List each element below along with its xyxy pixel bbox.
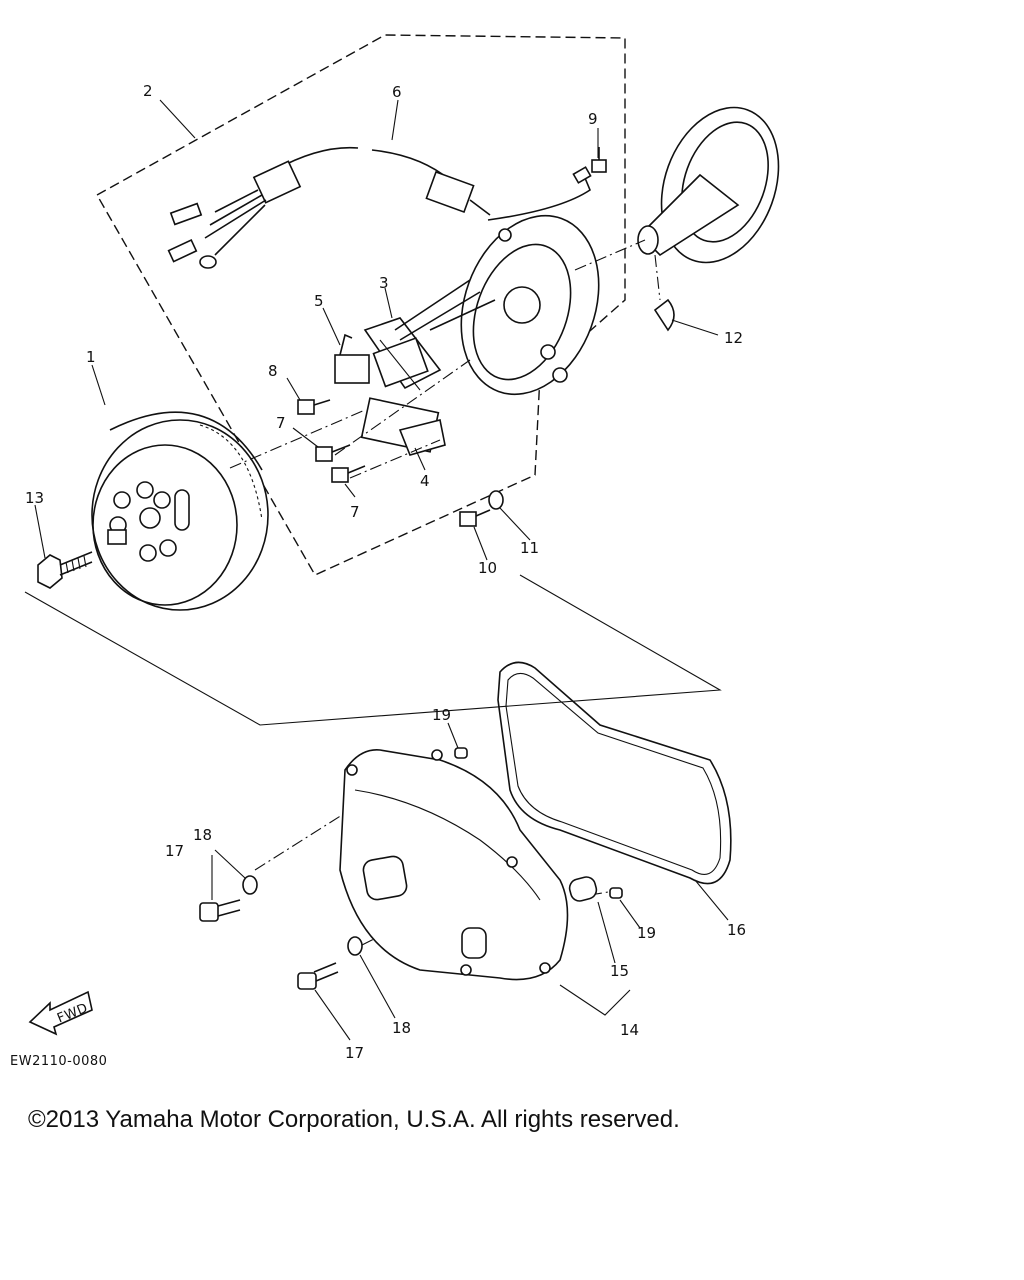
- forward-arrow-icon: FWD: [28, 990, 93, 1036]
- callout-6: 6: [392, 83, 402, 101]
- assembly-boundary-solid: [24, 574, 722, 726]
- callout-17-lower: 17: [345, 1044, 364, 1062]
- washer-18-upper: [242, 875, 258, 895]
- woodruff-key: [653, 298, 675, 332]
- callout-1: 1: [86, 348, 96, 366]
- callout-4: 4: [420, 472, 430, 490]
- screw-8: [297, 399, 331, 415]
- screw-9: [591, 147, 607, 173]
- callout-13: 13: [25, 489, 44, 507]
- washer-11: [488, 490, 504, 510]
- washer-18-lower: [347, 936, 363, 956]
- pulser-coil: [334, 333, 370, 384]
- callout-2: 2: [143, 82, 153, 100]
- wire-harness: [167, 146, 491, 269]
- callout-18-upper: 18: [193, 826, 212, 844]
- callout-11: 11: [520, 539, 539, 557]
- bolt-17-upper: [199, 899, 241, 922]
- callout-7-upper: 7: [276, 414, 286, 432]
- crankcase-cover: [339, 749, 569, 981]
- callout-3: 3: [379, 274, 389, 292]
- screw-7-lower: [331, 465, 366, 483]
- bolt-17-lower: [297, 962, 339, 990]
- callout-9: 9: [588, 110, 598, 128]
- callout-7-lower: 7: [350, 503, 360, 521]
- callout-12: 12: [724, 329, 743, 347]
- callout-17-upper: 17: [165, 842, 184, 860]
- callout-15: 15: [610, 962, 629, 980]
- callout-14: 14: [620, 1021, 639, 1039]
- callout-10: 10: [478, 559, 497, 577]
- leader-lines: [34, 99, 729, 1041]
- flywheel-rotor: [91, 411, 269, 611]
- lighting-coil: [360, 397, 446, 456]
- copyright-notice: ©2013 Yamaha Motor Corporation, U.S.A. A…: [28, 1106, 680, 1133]
- exploded-parts-diagram: 2 6 9 3 5 12 1 8 7 4 13 7 11 10 19 18 17…: [10, 34, 780, 1069]
- screw-10: [459, 509, 491, 527]
- ground-lead: [487, 177, 591, 221]
- drawing-code: EW2110-0080: [10, 1054, 107, 1069]
- cover-gasket: [497, 661, 732, 885]
- flywheel-bolt: [37, 551, 93, 589]
- crankshaft-end: [637, 106, 780, 264]
- callout-5: 5: [314, 292, 324, 310]
- callout-19-upper: 19: [432, 706, 451, 724]
- callout-18-lower: 18: [392, 1019, 411, 1037]
- callout-16: 16: [727, 921, 746, 939]
- collar-15: [568, 876, 598, 902]
- callout-19-lower: 19: [637, 924, 656, 942]
- callout-8: 8: [268, 362, 278, 380]
- stator-base-plate: [460, 214, 600, 396]
- charge-coil: [363, 317, 442, 391]
- screw-7-upper: [315, 444, 351, 462]
- lead-terminal: [572, 166, 592, 184]
- dowel-pin-19-lower: [609, 887, 623, 899]
- dowel-pin-19-upper: [454, 747, 468, 759]
- coil-wiring: [394, 279, 496, 341]
